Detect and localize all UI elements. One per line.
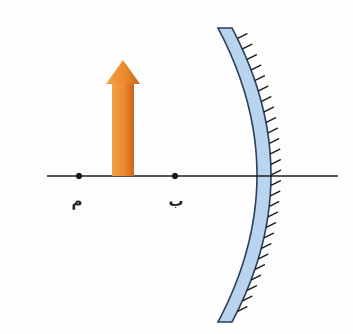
mirror-glass (216, 27, 272, 323)
mirror-hatch-mark (246, 284, 258, 292)
object-arrow (106, 60, 140, 176)
mirror-hatch-mark (270, 169, 282, 176)
mirror-hatch-mark (246, 53, 258, 61)
mirror-hatch-mark (265, 221, 277, 229)
mirror-hatching (237, 32, 282, 313)
mirror-hatch-mark (267, 127, 279, 134)
mirror-hatch-mark (269, 190, 281, 197)
point-m-label: م (72, 192, 83, 210)
mirror-hatch-mark (257, 253, 269, 260)
mirror-hatch-mark (270, 179, 282, 187)
arrow-head (106, 60, 140, 84)
mirror-hatch-mark (241, 43, 253, 50)
point-b-label: ب (168, 192, 183, 210)
mirror-hatch-mark (237, 32, 248, 40)
mirror-hatch-mark (260, 95, 272, 103)
mirror-hatch-mark (267, 211, 279, 218)
mirror-hatch-mark (263, 232, 275, 239)
mirror-hatch-mark (260, 242, 272, 250)
mirror-hatch-mark (263, 106, 275, 113)
mirror-hatch-mark (237, 305, 248, 313)
mirror-hatch-mark (268, 200, 280, 208)
mirror-hatch-mark (254, 263, 266, 271)
point-b-dot (171, 172, 179, 180)
arrow-shaft (112, 82, 134, 176)
mirror-hatch-mark (250, 274, 262, 281)
mirror-hatch-mark (241, 295, 253, 302)
mirror-hatch-mark (268, 137, 280, 145)
point-m-dot (75, 172, 83, 180)
mirror-hatch-mark (250, 64, 262, 71)
mirror-hatch-mark (257, 85, 269, 92)
mirror-hatch-mark (270, 158, 282, 166)
mirror-hatch-mark (265, 116, 277, 124)
mirror-hatch-mark (254, 74, 266, 82)
mirror-hatch-mark (269, 148, 281, 155)
concave-mirror (216, 27, 282, 323)
